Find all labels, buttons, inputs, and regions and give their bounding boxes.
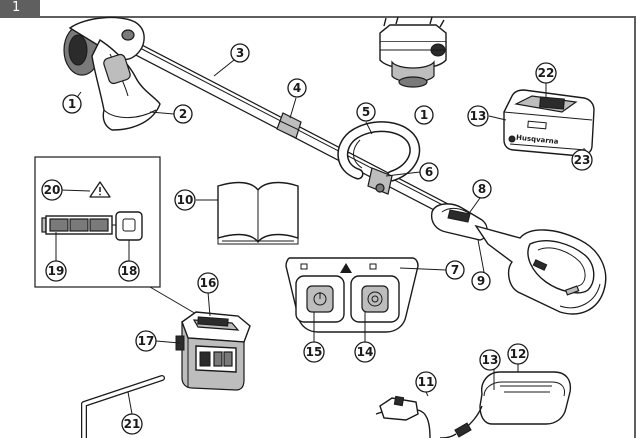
- callout-19: 19: [45, 260, 67, 282]
- battery-charger: Husqvarna: [503, 89, 595, 157]
- callout-markers: 1 1 2 3 4 5 6 7 8 9 10 11 12 13 13 14 15…: [41, 43, 593, 435]
- callout-13-power-supply: 13: [479, 349, 501, 371]
- operator-manual: [217, 181, 299, 245]
- loop-handle: [337, 121, 421, 195]
- warning-indicator: [89, 181, 111, 198]
- trimmer-head-with-guard: [63, 16, 161, 131]
- callout-17: 17: [135, 330, 157, 352]
- callout-2: 2: [173, 104, 193, 124]
- trimmer-shaft: [126, 40, 477, 229]
- battery-charge-indicator: [41, 215, 118, 235]
- callout-7-label: 7: [451, 263, 459, 277]
- callout-4: 4: [287, 78, 307, 98]
- callout-7: 7: [445, 260, 465, 280]
- hex-key: [81, 375, 165, 438]
- callout-16-label: 16: [200, 276, 217, 290]
- callout-1-head-label: 1: [68, 97, 76, 111]
- charger-cable: [375, 395, 431, 438]
- callout-6: 6: [419, 162, 439, 182]
- callout-5: 5: [356, 102, 376, 122]
- callout-10: 10: [174, 189, 196, 211]
- figure-frame: [0, 16, 636, 438]
- callout-21: 21: [121, 413, 143, 435]
- callout-1-spare-head-label: 1: [420, 108, 428, 122]
- callout-2-label: 2: [179, 107, 187, 121]
- shaft-collar: [276, 112, 302, 139]
- battery-indicator-button: [115, 211, 143, 241]
- callout-15-label: 15: [306, 345, 323, 359]
- callout-11: 11: [415, 371, 437, 393]
- callout-18: 18: [118, 260, 140, 282]
- callout-11-label: 11: [418, 375, 435, 389]
- callout-1-head: 1: [62, 94, 82, 114]
- callout-23-label: 23: [574, 153, 591, 167]
- callout-9-label: 9: [477, 274, 485, 288]
- callout-19-label: 19: [48, 264, 65, 278]
- callout-14: 14: [354, 341, 376, 363]
- callout-3: 3: [230, 43, 250, 63]
- callout-22-label: 22: [538, 66, 555, 80]
- callout-9: 9: [471, 271, 491, 291]
- callout-16: 16: [197, 272, 219, 294]
- callout-8: 8: [472, 179, 492, 199]
- callout-21-label: 21: [124, 417, 141, 431]
- callout-13-charger: 13: [467, 105, 489, 127]
- callout-4-label: 4: [293, 81, 301, 95]
- callout-15: 15: [303, 341, 325, 363]
- callout-5-label: 5: [362, 105, 370, 119]
- callout-23: 23: [571, 149, 593, 171]
- rear-handle-unit: [430, 203, 607, 315]
- callout-20-label: 20: [44, 183, 61, 197]
- callout-13-charger-label: 13: [470, 109, 487, 123]
- control-panel: [285, 257, 419, 333]
- callout-17-label: 17: [138, 334, 155, 348]
- spare-trimmer-head: [379, 16, 447, 88]
- callout-14-label: 14: [357, 345, 374, 359]
- callout-22: 22: [535, 62, 557, 84]
- power-supply: [439, 371, 572, 438]
- callout-6-label: 6: [425, 165, 433, 179]
- callout-18-label: 18: [121, 264, 138, 278]
- callout-13-power-supply-label: 13: [482, 353, 499, 367]
- callout-1-spare-head: 1: [414, 105, 434, 125]
- callout-12: 12: [507, 343, 529, 365]
- battery-pack: [175, 311, 251, 391]
- callout-10-label: 10: [177, 193, 194, 207]
- callout-8-label: 8: [478, 182, 486, 196]
- callout-3-label: 3: [236, 46, 244, 60]
- callout-20: 20: [41, 179, 63, 201]
- figure-number-tab: 1: [0, 0, 40, 16]
- callout-12-label: 12: [510, 347, 527, 361]
